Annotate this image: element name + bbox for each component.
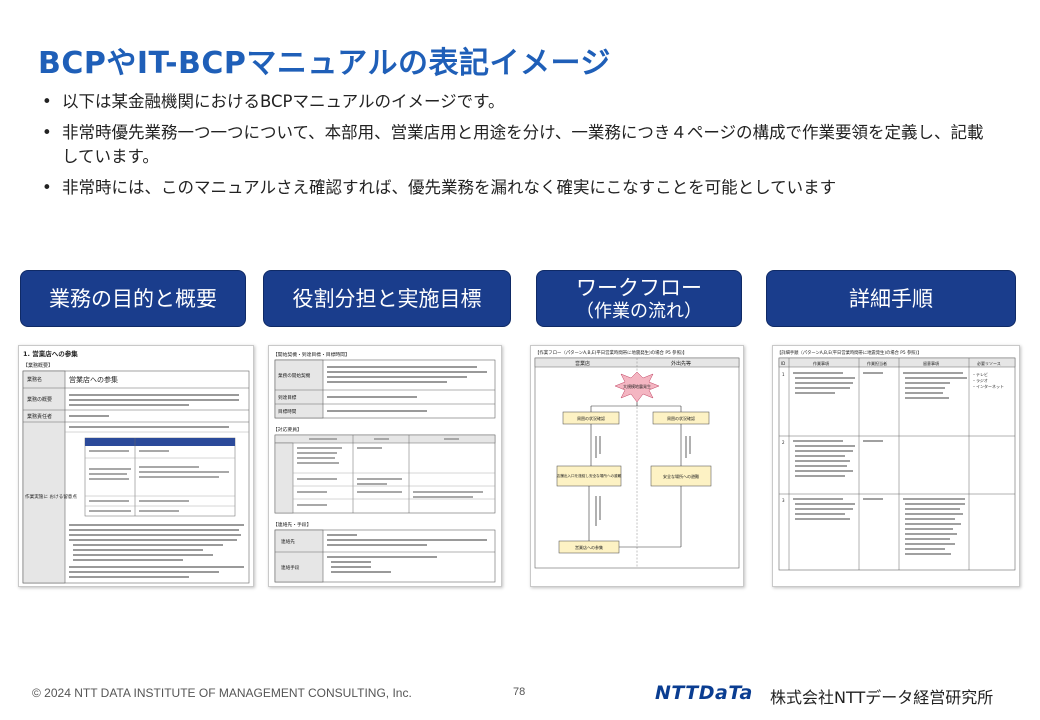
thumb2-section: 【連絡先・手段】: [273, 521, 311, 528]
thumb4-resource: ・ラジオ: [972, 377, 988, 383]
bullet-dot: •: [42, 123, 52, 142]
thumbnail-overview-drawing: 1. 営業店への参集 【業務概要】 業務名 営業店への参集 業務の概要 業務責任…: [22, 349, 250, 584]
thumbnail-overview: 1. 営業店への参集 【業務概要】 業務名 営業店への参集 業務の概要 業務責任…: [18, 345, 254, 587]
thumb4-header: 留意事項: [923, 360, 939, 366]
thumb1-row-label: 業務名: [27, 376, 42, 383]
thumb3-box: 店舗出入口を施錠し安全な場所への避難: [557, 473, 622, 478]
thumb3-col: 営業店: [575, 360, 590, 367]
thumb2-row-label: 連絡先: [281, 538, 295, 545]
tab-detail-label: 詳細手順: [849, 286, 933, 311]
thumb2-row-label: 目標時間: [278, 408, 297, 415]
tab-workflow-label: ワークフロー: [576, 275, 702, 300]
thumb4-header: 作業担当者: [867, 360, 887, 366]
bullet-text: 非常時には、このマニュアルさえ確認すれば、優先業務を漏れなく確実にこなすことを可…: [62, 178, 837, 197]
company-name: 株式会社NTTデータ経営研究所: [770, 688, 994, 707]
thumb4-header: 作業事項: [813, 360, 829, 366]
ntt-data-logo: NTTDaTa: [655, 682, 753, 704]
tab-purpose: 業務の目的と概要: [20, 270, 246, 327]
thumb2-row-label: 連絡手段: [281, 564, 300, 571]
page-number: 78: [513, 686, 526, 698]
thumb4-id: 2: [782, 440, 785, 445]
thumb3-box: 安全な場所への避難: [663, 473, 699, 479]
thumb3-box: 営業店への参集: [575, 544, 603, 550]
bullet-item: • 以下は某金融機関におけるBCPマニュアルのイメージです。: [40, 90, 1000, 114]
thumb3-box: 周囲の状況確認: [667, 415, 695, 421]
thumbnail-detail: 【詳細手順（パターンA,B,E(平日営業時間帯に地震発生)の場合 P5 参照)】…: [772, 345, 1020, 587]
thumb4-resource: ・インターネット: [972, 383, 1004, 389]
page-title: BCPやIT-BCPマニュアルの表記イメージ: [38, 46, 611, 81]
thumb2-row-label: 業務の開始契機: [278, 372, 311, 379]
tab-roles-label: 役割分担と実施目標: [292, 286, 482, 311]
thumb4-id: 1: [782, 372, 785, 377]
thumb3-col: 外出先等: [671, 360, 691, 367]
bullet-item: • 非常時には、このマニュアルさえ確認すれば、優先業務を漏れなく確実にこなすことを…: [40, 176, 1000, 200]
thumb1-section: 【業務概要】: [23, 362, 53, 369]
bullet-list: • 以下は某金融機関におけるBCPマニュアルのイメージです。 • 非常時優先業務一つ…: [40, 90, 1000, 207]
thumb2-section: 【対応要員】: [273, 426, 302, 433]
thumb4-header: 必要リソース: [977, 360, 1001, 366]
thumb1-row-value: 営業店への参集: [69, 375, 118, 384]
thumb4-header: ID: [781, 361, 785, 366]
thumb3-event: 大規模地震発生: [623, 383, 651, 389]
thumbnail-roles: 【開始契機・到達目標・目標時間】 業務の開始契機 到達目標 目標時間 【対応要員…: [268, 345, 502, 587]
tab-detail: 詳細手順: [766, 270, 1016, 327]
thumb4-title: 【詳細手順（パターンA,B,E(平日営業時間帯に地震発生)の場合 P5 参照)】: [777, 349, 922, 356]
thumbnail-workflow: 【作業フロー（パターンA,B,E(平日営業時間帯に地震発生)の場合 P5 参照)…: [530, 345, 744, 587]
bullet-dot: •: [42, 92, 52, 111]
thumb1-heading: 1. 営業店への参集: [23, 349, 78, 358]
tab-purpose-label: 業務の目的と概要: [49, 286, 217, 311]
thumb3-box: 周囲の状況確認: [577, 415, 605, 421]
thumb4-resource: ・テレビ: [972, 371, 988, 377]
thumb1-row-label: 作業実施に おける留意点: [25, 493, 77, 500]
thumb3-title: 【作業フロー（パターンA,B,E(平日営業時間帯に地震発生)の場合 P5 参照)…: [535, 349, 687, 356]
tab-workflow: ワークフロー （作業の流れ）: [536, 270, 742, 327]
copyright-text: © 2024 NTT DATA INSTITUTE OF MANAGEMENT …: [32, 686, 412, 700]
bullet-item: • 非常時優先業務一つ一つについて、本部用、営業店用と用途を分け、一業務につき４ペ…: [40, 121, 1000, 169]
thumb2-section: 【開始契機・到達目標・目標時間】: [273, 351, 350, 358]
thumbnail-roles-drawing: 【開始契機・到達目標・目標時間】 業務の開始契機 到達目標 目標時間 【対応要員…: [273, 351, 496, 583]
tab-workflow-sublabel: （作業の流れ）: [576, 300, 702, 322]
bullet-text: 以下は某金融機関におけるBCPマニュアルのイメージです。: [62, 92, 505, 111]
thumbnail-detail-drawing: 【詳細手順（パターンA,B,E(平日営業時間帯に地震発生)の場合 P5 参照)】…: [777, 349, 1016, 571]
thumbnail-workflow-drawing: 【作業フロー（パターンA,B,E(平日営業時間帯に地震発生)の場合 P5 参照)…: [534, 349, 740, 569]
bullet-dot: •: [42, 178, 52, 197]
thumb2-row-label: 到達目標: [278, 394, 297, 401]
tab-roles: 役割分担と実施目標: [263, 270, 511, 327]
bullet-text: 非常時優先業務一つ一つについて、本部用、営業店用と用途を分け、一業務につき４ペー…: [62, 123, 984, 166]
thumb1-row-label: 業務責任者: [27, 413, 52, 420]
thumb4-id: 3: [782, 498, 785, 503]
thumb1-row-label: 業務の概要: [27, 396, 52, 403]
